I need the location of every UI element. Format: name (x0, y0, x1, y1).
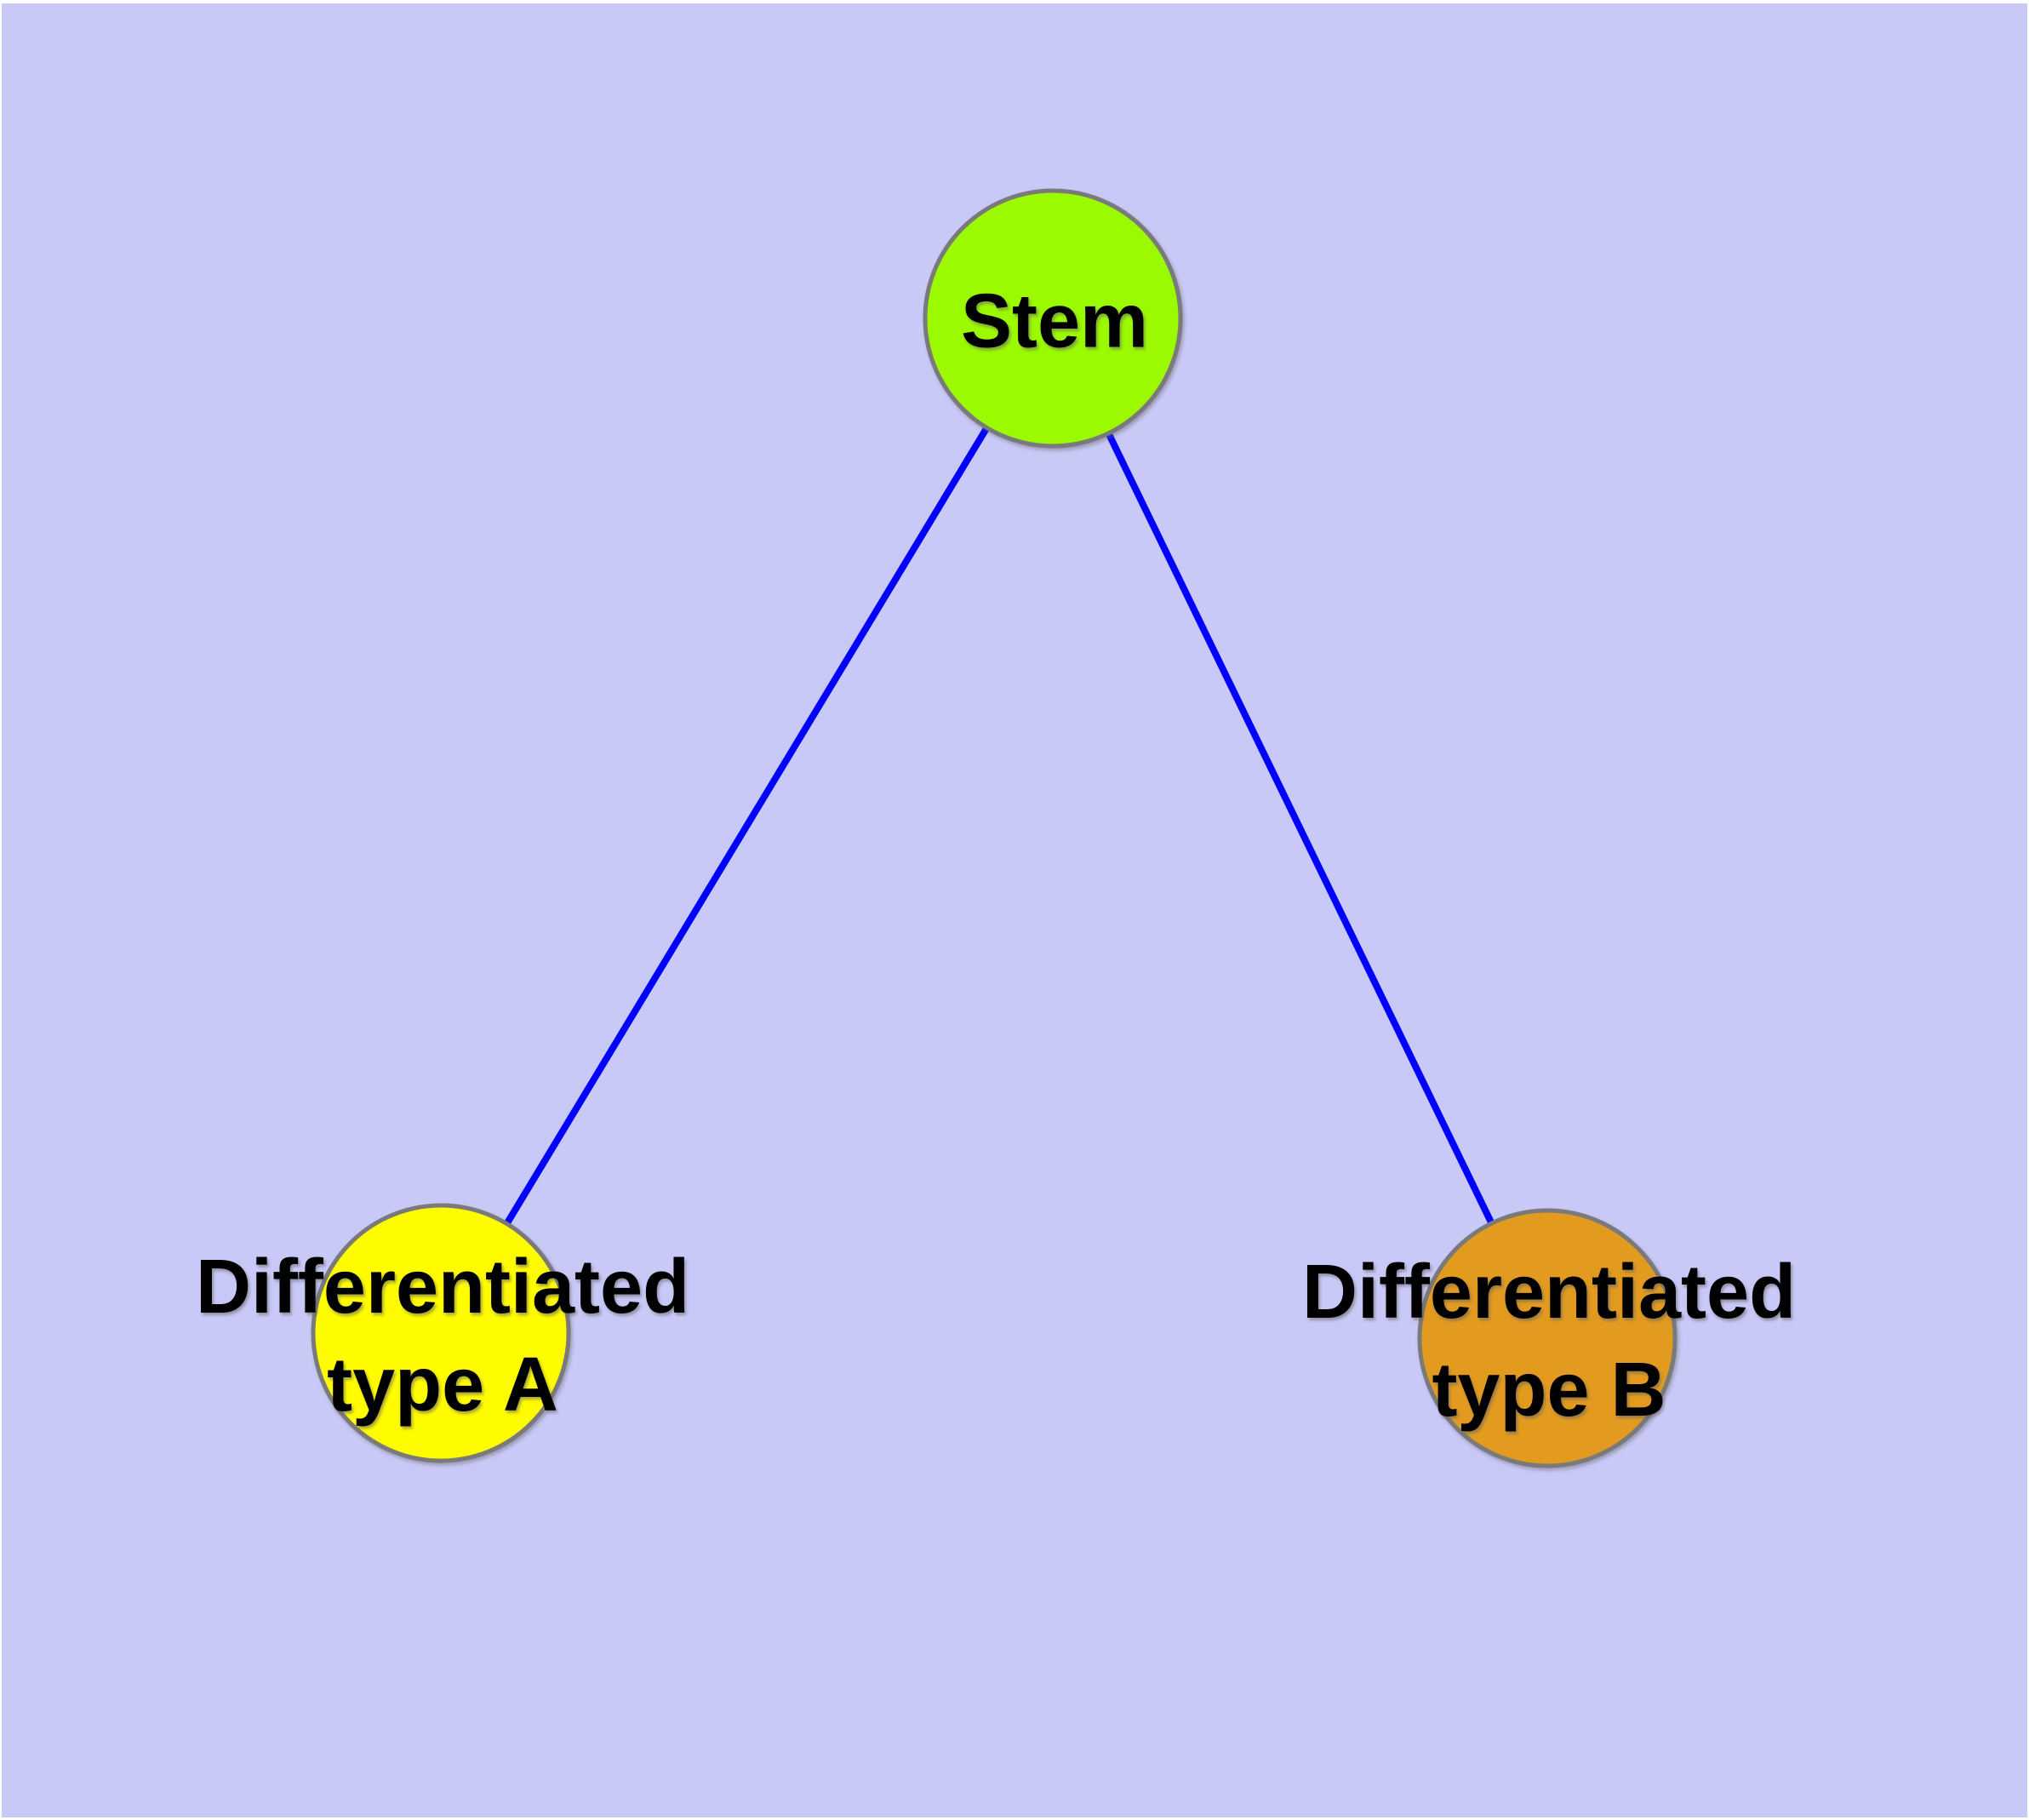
node-label-type-b-line2: type B (1432, 1348, 1666, 1433)
node-label-stem: Stem (960, 278, 1149, 364)
node-label-type-a: Differentiated type A (196, 1239, 689, 1434)
node-differentiated-type-b (1417, 1208, 1677, 1468)
node-label-type-a-line2: type A (327, 1342, 558, 1428)
edge-stem-to-type-b (1049, 317, 1551, 1340)
node-differentiated-type-a (311, 1203, 571, 1463)
node-label-type-b: Differentiated type B (1302, 1244, 1796, 1439)
graph-svg (311, 188, 1677, 1468)
node-label-type-a-line1: Differentiated (195, 1245, 690, 1330)
node-stem (923, 188, 1183, 449)
diagram-canvas: Stem Differentiated type A Differentiate… (2, 3, 2027, 1817)
edge-stem-to-type-a (437, 316, 1056, 1336)
node-label-type-b-line1: Differentiated (1301, 1250, 1797, 1335)
